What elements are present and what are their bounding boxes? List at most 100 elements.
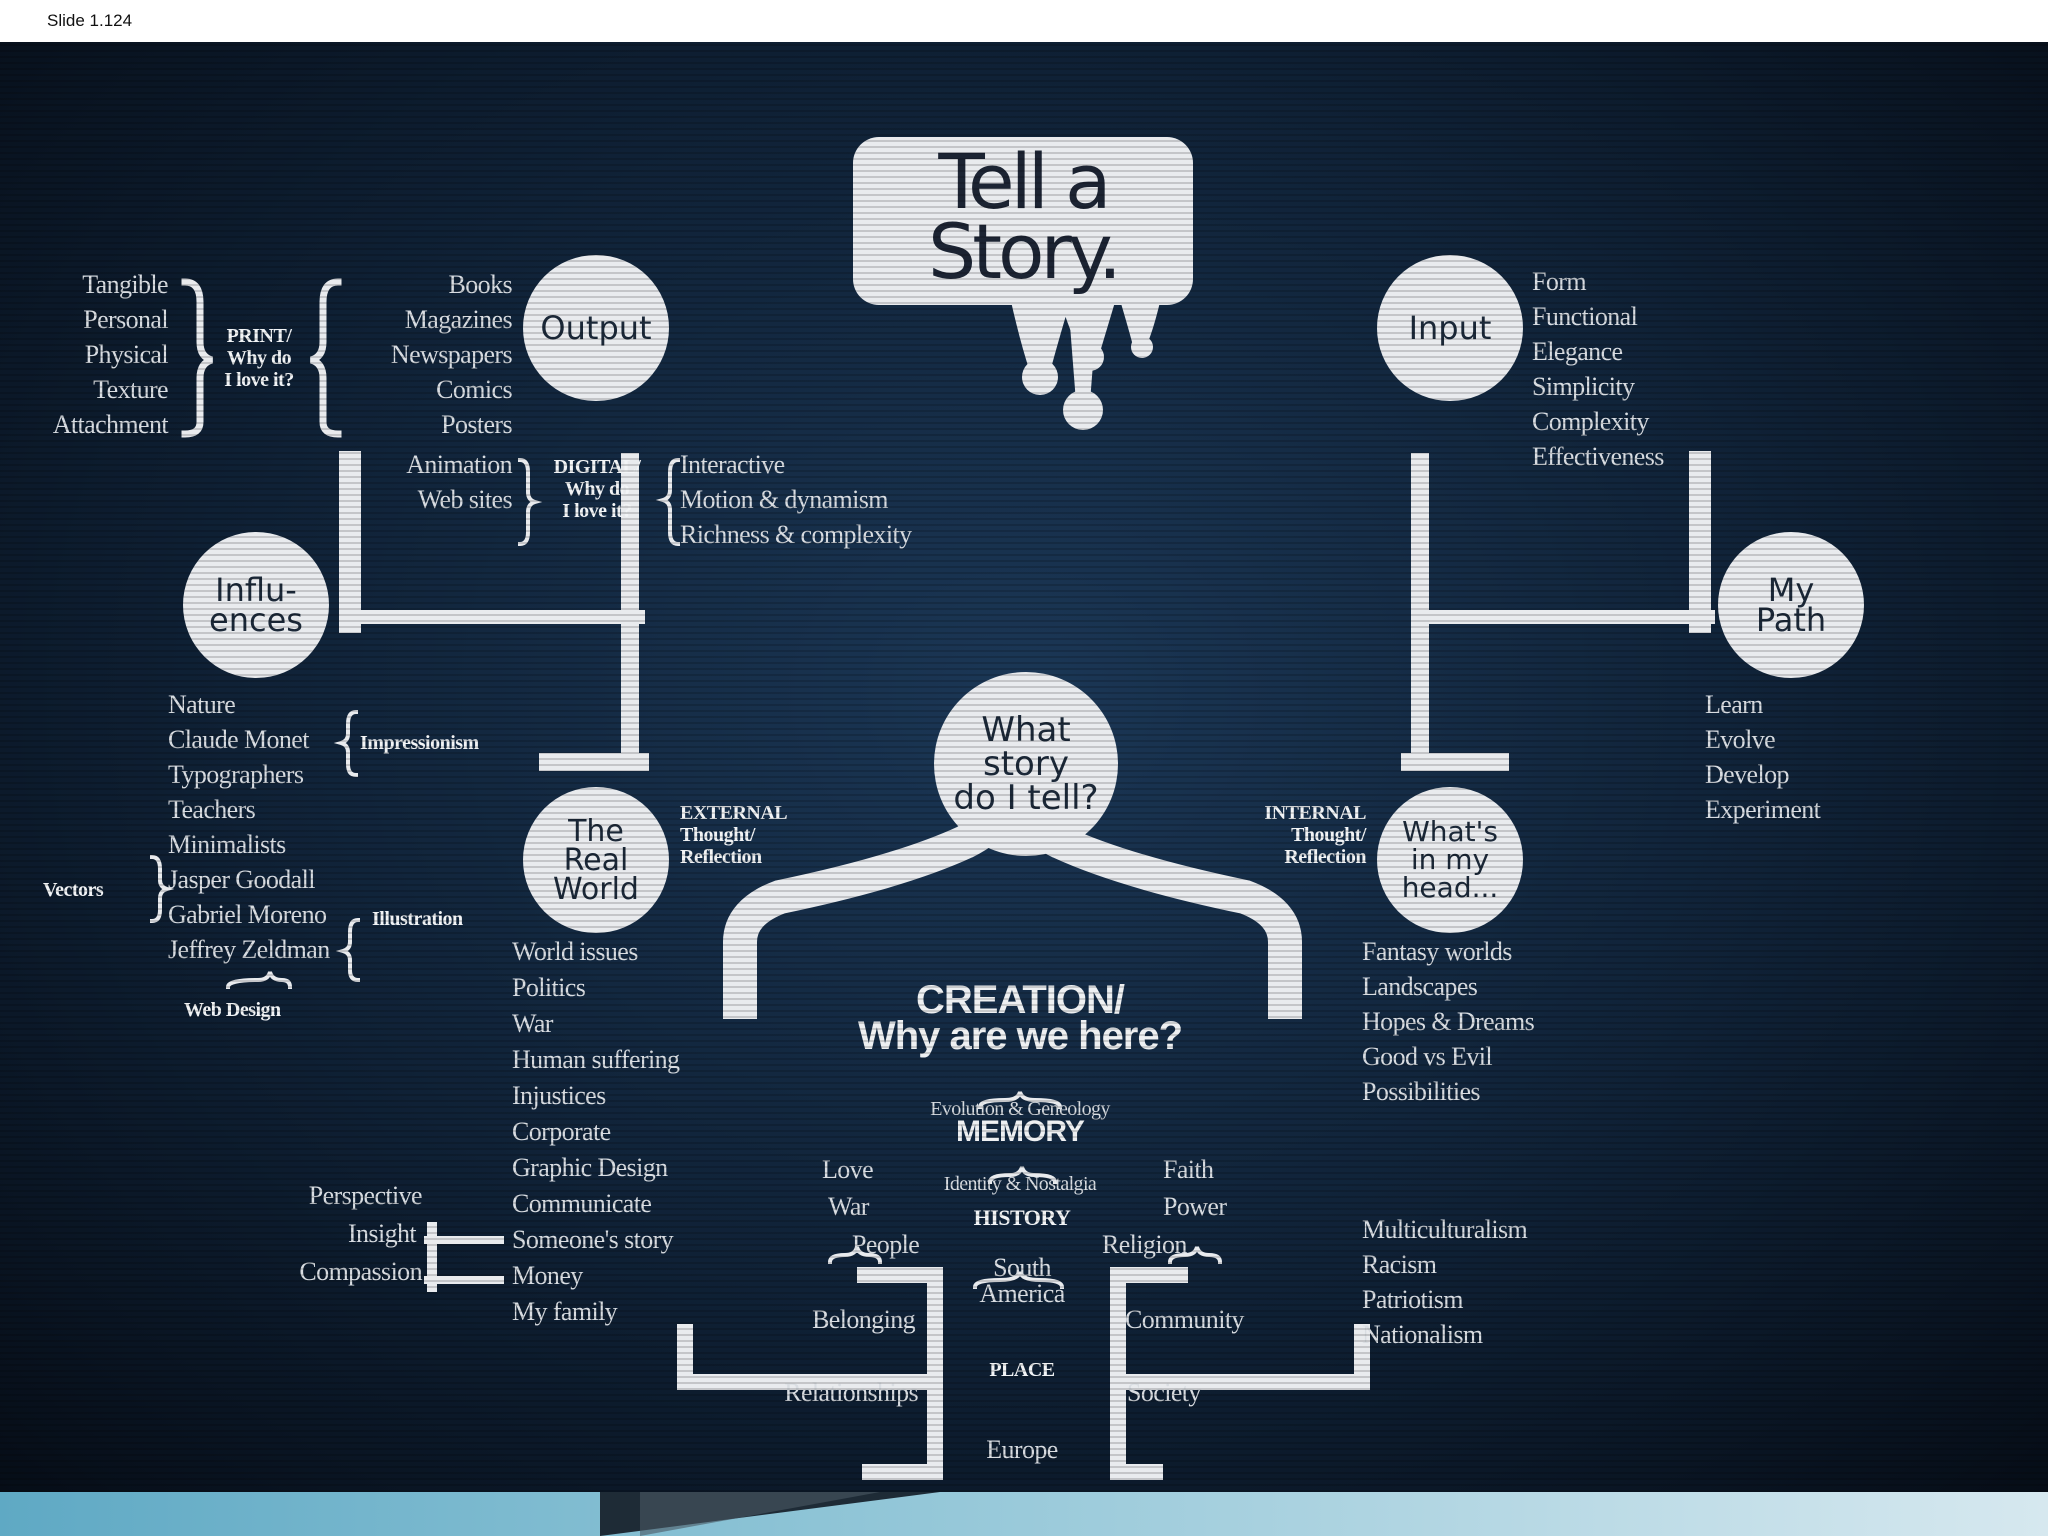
list-item: Fantasy worlds xyxy=(1362,937,1512,966)
real-world-label-2: Real xyxy=(563,842,629,878)
illustration-tag: Illustration xyxy=(372,908,463,930)
real-world-label-1: The xyxy=(568,813,624,849)
list-item: Good vs Evil xyxy=(1362,1042,1493,1071)
creation-line-1: CREATION/ xyxy=(915,978,1125,1022)
memory-label: MEMORY xyxy=(956,1115,1085,1148)
list-item: Teachers xyxy=(168,795,256,824)
list-item: Interactive xyxy=(680,450,785,479)
print-label-3: I love it? xyxy=(224,369,294,391)
list-item: Simplicity xyxy=(1532,372,1635,401)
head-label-2: in my xyxy=(1410,843,1490,876)
list-item: Nationalism xyxy=(1362,1320,1483,1349)
list-item: Money xyxy=(512,1261,583,1290)
external-label-2: Thought/ xyxy=(680,824,755,846)
list-item: Graphic Design xyxy=(512,1153,668,1182)
faith-label: Faith xyxy=(1163,1155,1214,1184)
list-item: Elegance xyxy=(1532,337,1623,366)
external-label: EXTERNAL Thought/ Reflection xyxy=(680,802,788,868)
people-label: People xyxy=(852,1230,920,1259)
list-item: Nature xyxy=(168,690,236,719)
print-label: PRINT/ Why do I love it? xyxy=(204,325,314,391)
list-item: Animation xyxy=(406,450,512,479)
input-bubble: Input xyxy=(1377,255,1523,401)
list-item: Compassion xyxy=(299,1257,422,1286)
print-reasons-list: Tangible Personal Physical Texture Attac… xyxy=(20,267,169,442)
list-item: Develop xyxy=(1705,760,1789,789)
real-world-list: World issues Politics War Human sufferin… xyxy=(512,934,680,1330)
footer-wedge-shadow xyxy=(640,1492,880,1536)
list-item: Functional xyxy=(1532,302,1638,331)
list-item: World issues xyxy=(512,937,638,966)
center-label-3: do I tell? xyxy=(953,778,1099,818)
mind-map-poster: Tell a Story. Output Input Influ-ences M… xyxy=(0,42,2048,1492)
output-bubble: Output xyxy=(523,255,669,401)
my-path-label-1: My xyxy=(1767,571,1815,609)
south-america-line-1: South xyxy=(993,1253,1051,1282)
external-label-1: EXTERNAL xyxy=(680,802,788,824)
digital-label-1: DIGITAL/ xyxy=(553,456,641,478)
internal-label-2: Thought/ xyxy=(1291,824,1366,846)
output-label: Output xyxy=(540,309,652,347)
list-item: Patriotism xyxy=(1362,1285,1464,1314)
south-america-line-2: America xyxy=(979,1279,1065,1308)
list-item: Texture xyxy=(93,375,168,404)
list-item: Politics xyxy=(512,973,586,1002)
list-item: Corporate xyxy=(512,1117,611,1146)
list-item: Someone's story xyxy=(512,1225,674,1254)
print-label-1: PRINT/ xyxy=(226,325,292,347)
list-item: Books xyxy=(448,270,513,299)
list-item: Learn xyxy=(1705,690,1763,719)
list-item: Evolve xyxy=(1705,725,1776,754)
center-label-2: story xyxy=(983,744,1069,784)
list-item: Magazines xyxy=(404,305,513,334)
list-item: Gabriel Moreno xyxy=(168,900,327,929)
list-item: My family xyxy=(512,1297,618,1326)
culture-list: Multiculturalism Racism Patriotism Natio… xyxy=(1362,1212,1528,1352)
digital-label-3: I love it? xyxy=(562,500,632,522)
list-item: War xyxy=(512,1009,553,1038)
external-label-3: Reflection xyxy=(680,846,762,868)
head-label-1: What's xyxy=(1402,815,1498,848)
perspective-list: Perspective Insight Compassion xyxy=(200,1177,422,1291)
relationships-label: Relationships xyxy=(784,1378,918,1407)
center-label-1: What xyxy=(981,710,1071,750)
print-media-list: Books Magazines Newspapers Comics Poster… xyxy=(340,267,513,442)
impressionism-tag: Impressionism xyxy=(360,732,479,754)
list-item: Landscapes xyxy=(1362,972,1478,1001)
creation-heading: CREATION/ Why are we here? xyxy=(840,978,1200,1058)
list-item: Communicate xyxy=(512,1189,652,1218)
influences-bubble: Influ-ences xyxy=(183,532,329,678)
war-label: War xyxy=(828,1192,869,1221)
list-item: Newspapers xyxy=(390,340,513,369)
title: Tell a Story. xyxy=(853,144,1193,290)
digital-label-2: Why do xyxy=(564,478,630,500)
slide-label: Slide 1.124 xyxy=(47,11,133,30)
list-item: Experiment xyxy=(1705,795,1821,824)
europe-label: Europe xyxy=(986,1435,1058,1464)
list-item: Human suffering xyxy=(512,1045,680,1074)
society-label: Society xyxy=(1127,1378,1201,1407)
list-item: Form xyxy=(1532,267,1587,296)
input-items-list: Form Functional Elegance Simplicity Comp… xyxy=(1532,264,1664,474)
list-item: Effectiveness xyxy=(1532,442,1664,471)
influences-label-1: Influ- xyxy=(215,571,297,609)
history-label: HISTORY xyxy=(973,1205,1071,1230)
head-list: Fantasy worlds Landscapes Hopes & Dreams… xyxy=(1362,934,1535,1109)
list-item: Racism xyxy=(1362,1250,1437,1279)
identity-label: Identity & Nostalgia xyxy=(943,1173,1097,1195)
creation-line-2: Why are we here? xyxy=(857,1014,1183,1058)
list-item: Personal xyxy=(83,305,168,334)
list-item: Injustices xyxy=(512,1081,606,1110)
list-item: Richness & complexity xyxy=(680,520,912,549)
south-america-label: South America xyxy=(952,1255,1092,1307)
internal-label-3: Reflection xyxy=(1284,846,1366,868)
list-item: Typographers xyxy=(168,760,304,789)
place-label: PLACE xyxy=(989,1359,1055,1381)
internal-label: INTERNAL Thought/ Reflection xyxy=(1240,802,1366,868)
love-label: Love xyxy=(822,1155,874,1184)
list-item: Web sites xyxy=(417,485,513,514)
list-item: Attachment xyxy=(52,410,169,439)
list-item: Jasper Goodall xyxy=(168,865,315,894)
